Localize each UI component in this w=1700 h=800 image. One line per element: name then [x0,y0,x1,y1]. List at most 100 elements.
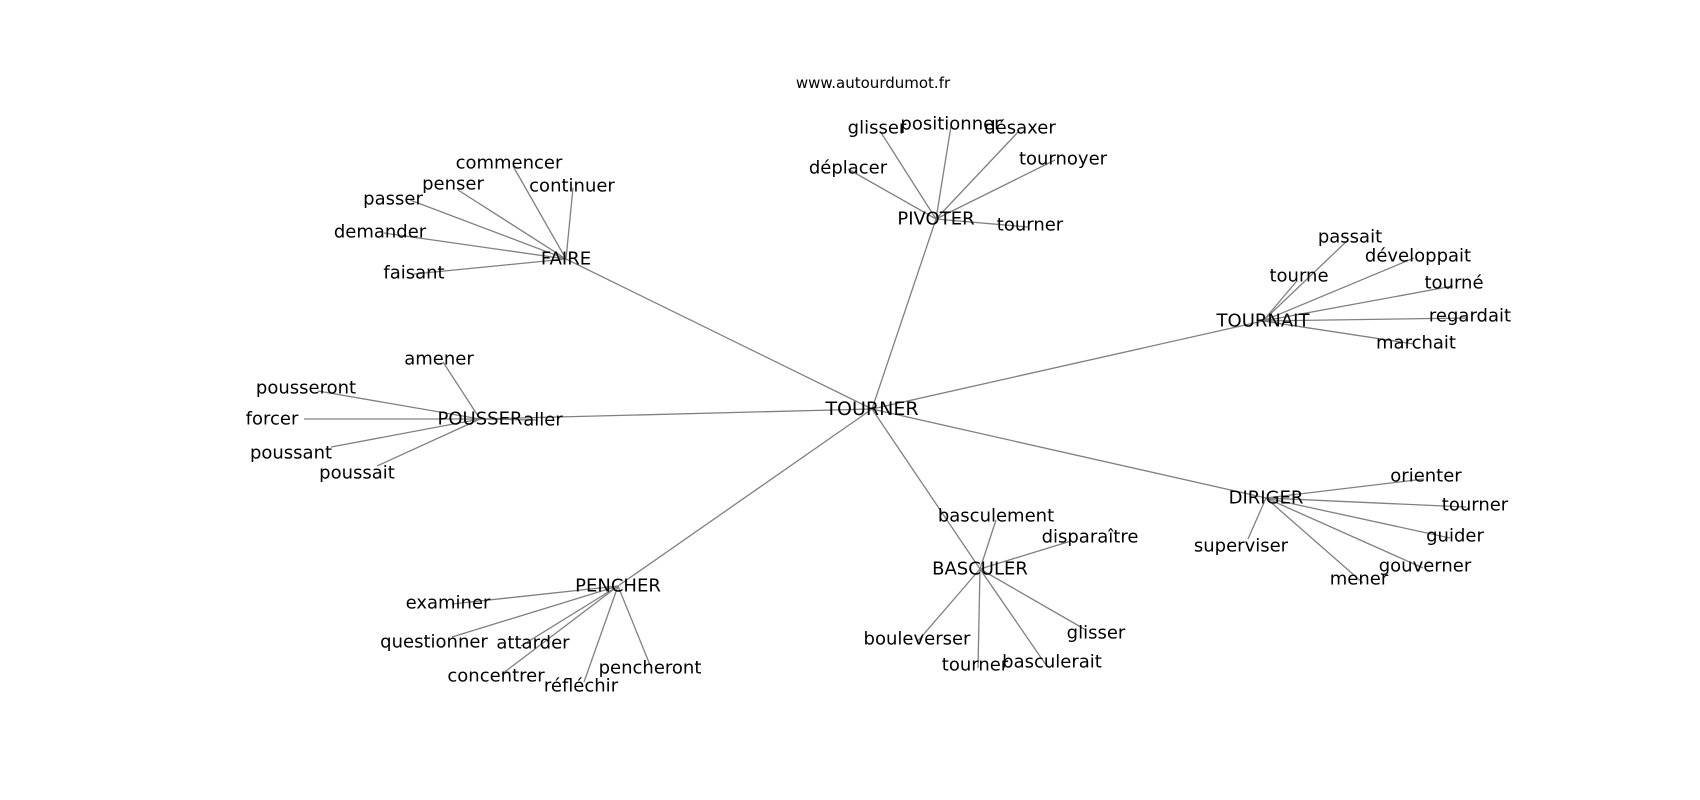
leaf-node-label: désaxer [984,118,1056,139]
leaf-node-label: superviser [1194,536,1289,557]
hub-node-label: BASCULER [932,559,1028,580]
edge-pencher-leaf [520,585,619,647]
leaf-node-label: tourné [1424,273,1483,294]
leaf-node-label: gouverner [1379,556,1472,577]
edge-diriger-leaf [1247,497,1267,540]
leaf-node-label: mener [1330,569,1389,590]
edge-pivoter-leaf [847,168,937,220]
leaf-node-label: basculerait [1002,652,1102,673]
leaf-node-label: tournoyer [1019,149,1108,170]
edge-basculer-leaf [977,568,981,669]
leaf-node-label: forcer [246,409,299,430]
leaf-node-label: demander [334,222,427,243]
edge-tournait-leaf [1262,239,1349,322]
watermark-text: www.autourdumot.fr [796,74,951,92]
edge-diriger-leaf [1265,497,1467,508]
edge-faire-leaf [409,199,567,260]
leaf-node-label: concentrer [447,666,545,687]
leaf-node-label: basculement [938,506,1054,527]
hub-node-label: POUSSER [438,409,523,430]
leaf-node-label: guider [1426,526,1484,547]
leaf-node-label: orienter [1390,466,1462,487]
hub-node-label: DIRIGER [1229,488,1304,509]
edge-diriger-leaf [1265,478,1425,499]
edge-tournait-leaf [1262,281,1297,322]
edge-faire-leaf [565,187,574,260]
edge-pencher-leaf [617,585,651,666]
leaf-node-label: poussant [250,443,332,464]
edge-faire-leaf [512,165,567,260]
leaf-node-label: déplacer [809,158,888,179]
edge-root-tournait [871,320,1264,410]
edge-pivoter-leaf [879,130,937,220]
edge-diriger-leaf [1265,497,1424,569]
edge-pivoter-leaf [935,130,1020,220]
leaf-node-label: continuer [529,176,615,197]
hub-node-label: PIVOTER [897,209,974,230]
leaf-node-label: développait [1365,246,1471,267]
leaf-node-label: regardait [1429,306,1511,327]
edge-pencher-leaf [501,585,619,675]
leaf-node-label: passer [363,189,423,210]
leaf-node-label: disparaître [1042,527,1139,548]
leaf-node-label: tourner [942,655,1009,676]
edge-pivoter-leaf [935,159,1056,220]
edge-tournait-leaf [1262,257,1415,322]
edge-root-faire [565,258,873,410]
leaf-node-label: tourner [997,215,1064,236]
edge-tournait-leaf [1262,285,1454,322]
edge-faire-leaf [383,232,567,260]
leaf-node-label: attarder [496,633,570,654]
edge-basculer-leaf [979,568,1047,666]
edge-root-pencher [617,408,873,587]
edge-root-pivoter [871,218,937,410]
graph-edges [304,125,1467,683]
leaf-node-label: glisser [1067,623,1126,644]
leaf-node-label: pencheront [599,658,702,679]
leaf-node-label: réfléchir [544,676,619,697]
edge-basculer-leaf [979,519,997,570]
hub-node-label: FAIRE [541,249,591,270]
edge-pivoter-leaf [935,125,952,220]
leaf-node-label: marchait [1376,333,1456,354]
leaf-node-label: poussait [319,463,395,484]
edge-diriger-leaf [1265,497,1364,584]
edge-pousser-leaf [330,418,481,448]
leaf-node-label: penser [422,174,484,195]
leaf-node-label: faisant [383,263,444,284]
hub-node-label: PENCHER [575,576,661,597]
leaf-node-label: questionner [380,632,488,653]
leaf-node-label: amener [404,349,474,370]
edge-tournait-leaf [1262,320,1415,345]
edge-faire-leaf [413,258,567,275]
leaf-node-label: tourner [1442,495,1509,516]
edge-faire-leaf [457,189,567,260]
hub-node-label: TOURNAIT [1216,311,1311,332]
leaf-node-label: glisser [848,118,907,139]
edge-pivoter-leaf [935,218,1029,228]
edge-pencher-leaf [583,585,619,683]
edge-tournait-leaf [1262,317,1467,322]
edge-root-diriger [871,408,1267,499]
leaf-node-label: positionner [900,114,1002,135]
edge-root-basculer [871,408,981,570]
edge-pousser-leaf [442,361,481,420]
edge-pencher-leaf [451,585,619,638]
root-node-label: TOURNER [824,398,918,420]
edge-basculer-leaf [916,568,981,643]
leaf-node-label: commencer [456,153,563,174]
leaf-node-label: examiner [406,593,491,614]
edge-pousser-leaf [317,390,481,420]
edge-basculer-leaf [979,540,1072,570]
edge-diriger-leaf [1265,497,1451,539]
edge-root-pousser [479,408,873,420]
edge-pousser-leaf [376,418,481,467]
leaf-node-label: aller [523,410,563,431]
leaf-node-label: bouleverser [864,629,972,650]
leaf-node-label: pousseront [256,378,356,399]
edge-pousser-leaf [479,418,539,421]
leaf-node-label: passait [1318,227,1382,248]
